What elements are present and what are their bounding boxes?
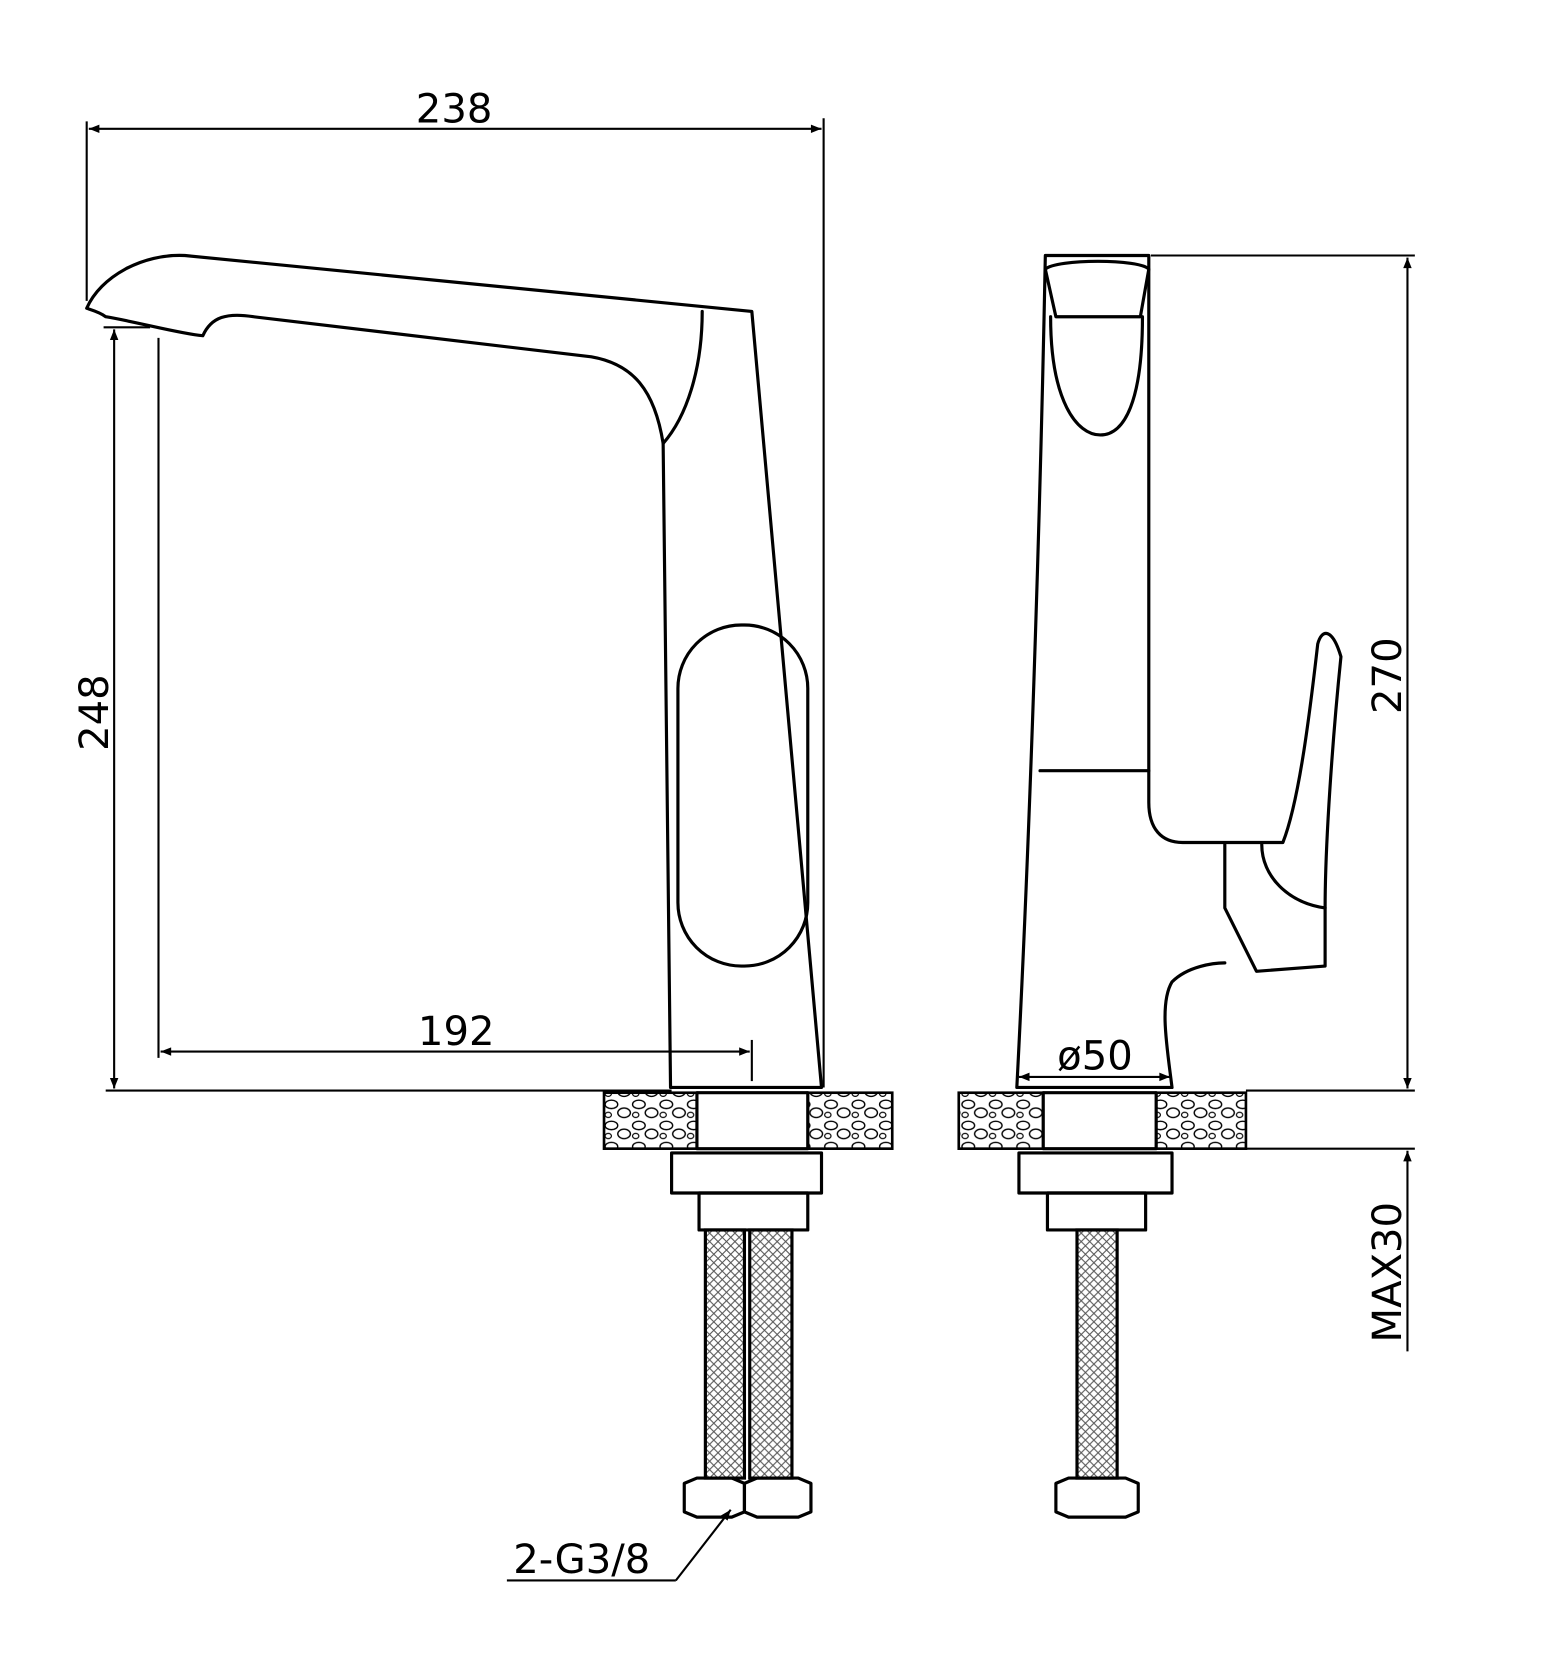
mounting-sleeve	[697, 1191, 810, 1232]
aerator	[1043, 259, 1151, 319]
dimension-max-thickness: MAX30	[1365, 1150, 1412, 1352]
countertop-section-right	[1154, 1091, 1248, 1150]
dimension-diameter: ø50	[1018, 1033, 1170, 1082]
hex-nut	[742, 1476, 813, 1519]
dimension-label-248: 248	[72, 674, 118, 751]
lever-handle	[1147, 631, 1343, 973]
lever-curve	[1260, 843, 1327, 910]
hex-nut	[1054, 1476, 1140, 1519]
supply-hose	[1075, 1228, 1119, 1480]
countertop-section-left	[957, 1091, 1045, 1150]
shank	[695, 1091, 810, 1151]
mounting-sleeve	[1045, 1191, 1148, 1232]
shank	[1041, 1091, 1158, 1151]
dimension-spout-height: 248	[72, 326, 151, 1089]
dimension-label-50: ø50	[1057, 1033, 1133, 1079]
spout-body	[85, 253, 824, 1090]
connection-callout: 2-G3/8	[506, 1509, 732, 1583]
mounting-nut	[1017, 1151, 1174, 1195]
mounting-nut	[670, 1151, 824, 1195]
front-view: 238 248 192 2-G3	[72, 86, 894, 1583]
hex-nut	[682, 1476, 747, 1519]
dimension-reach: 192	[157, 337, 753, 1082]
side-body	[1015, 253, 1227, 1090]
dimension-width: 238	[85, 86, 825, 1088]
side-view: ø50 270 MAX30	[957, 253, 1415, 1519]
dimension-label-270: 270	[1365, 637, 1411, 714]
supply-hose	[703, 1228, 747, 1480]
dimension-label-max30: MAX30	[1365, 1202, 1411, 1343]
spout-joint-curve	[661, 309, 704, 446]
dimension-label-238: 238	[416, 86, 493, 132]
spout-face-curve	[1049, 315, 1145, 437]
dimension-label-192: 192	[418, 1009, 495, 1055]
supply-hose	[748, 1228, 794, 1480]
countertop-section-right	[806, 1091, 894, 1150]
handle-face	[676, 623, 810, 968]
dimension-height: 270	[1150, 254, 1415, 1150]
countertop-section-left	[602, 1091, 699, 1150]
connection-label: 2-G3/8	[513, 1537, 650, 1583]
